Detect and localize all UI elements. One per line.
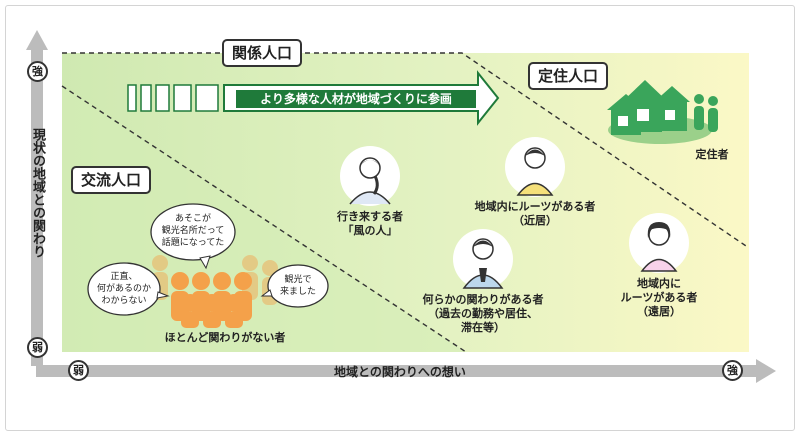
category-kankei: 関係人口 — [222, 39, 303, 67]
arrow-box-4 — [173, 84, 192, 112]
no-connection-label: ほとんど関わりがない者 — [164, 331, 286, 344]
figure-frame — [5, 5, 795, 431]
bubble-right-shape — [267, 264, 329, 308]
y-axis-label: 現状の地域との関わり — [30, 128, 45, 258]
category-teiju: 定住人口 — [528, 62, 609, 90]
roots-near-avatar — [505, 137, 565, 197]
house-cluster — [607, 80, 718, 144]
x-axis-strong-marker: 強 — [722, 360, 743, 381]
arrow-box-1 — [127, 84, 137, 112]
roots-far-avatar — [629, 213, 689, 273]
bubble-top-shape — [150, 203, 236, 261]
roots-near-label: 地域内にルーツがある者 （近居） — [474, 200, 596, 227]
arrow-label: より多様な人材が地域づくりに参画 — [236, 90, 476, 108]
resident-label: 定住者 — [695, 148, 729, 161]
x-axis-weak-marker: 弱 — [68, 360, 89, 381]
bubble-right-text: 観光で 来ました — [279, 275, 316, 297]
x-axis-arrowhead — [756, 359, 776, 383]
y-axis-weak-marker: 弱 — [27, 337, 48, 358]
arrow-box-5 — [195, 84, 219, 112]
arrow-box-3 — [155, 84, 170, 112]
y-axis-strong-marker: 強 — [27, 61, 48, 82]
bubble-top-text: あそこが 観光名所だって 話題になってた — [161, 214, 225, 248]
bubble-left-shape — [87, 262, 161, 316]
arrow-box-2 — [140, 84, 152, 112]
x-axis-label: 地域との関わりへの想い — [334, 365, 466, 379]
connection-label: 何らかの関わりがある者 （過去の勤務や居住、 滞在等） — [422, 293, 544, 334]
roots-far-label: 地域内に ルーツがある者 （遠居） — [620, 277, 698, 318]
y-axis-arrowhead — [26, 30, 48, 50]
visitor-label: 行き来する者 「風の人」 — [337, 210, 403, 237]
y-axis-bar — [31, 48, 43, 366]
bubble-left-text: 正直、 何があるのか わからない — [96, 272, 151, 306]
connection-avatar — [453, 229, 513, 289]
visitor-avatar — [340, 146, 400, 206]
x-axis-bar — [36, 365, 758, 377]
category-koryu: 交流人口 — [71, 166, 152, 194]
